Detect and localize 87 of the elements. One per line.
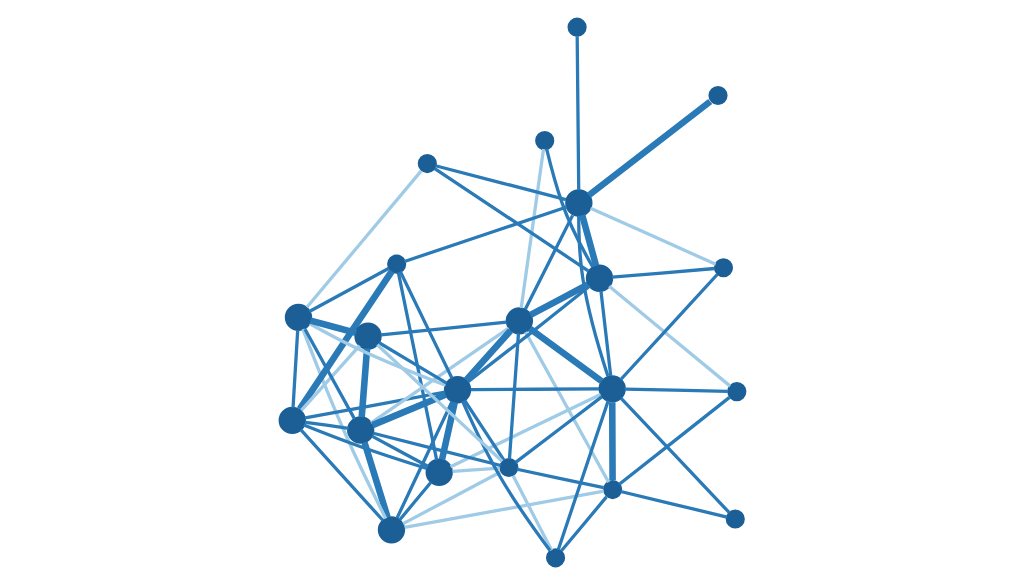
connector [470, 387, 599, 392]
connector [303, 328, 356, 420]
node-circle [443, 376, 471, 404]
node-circle [278, 406, 306, 435]
connector [452, 466, 500, 473]
connector [357, 348, 370, 418]
connector [608, 402, 616, 481]
connector [460, 400, 551, 552]
connector [369, 326, 510, 425]
node-circle [284, 303, 312, 332]
connector [619, 489, 727, 519]
node-circle [725, 509, 745, 529]
node-circle [564, 189, 593, 217]
connector [519, 148, 545, 309]
node-circle [425, 458, 453, 486]
connector [523, 214, 574, 310]
connector [302, 423, 427, 471]
connector [370, 434, 429, 468]
connector [380, 320, 507, 337]
connector [299, 344, 361, 412]
node-circle [498, 457, 518, 478]
node-circle [505, 307, 533, 335]
connector [398, 481, 432, 521]
node-circle [602, 479, 622, 500]
connector [598, 290, 612, 377]
connector [576, 215, 609, 377]
connector [360, 441, 391, 519]
connector [290, 330, 299, 408]
connector [305, 169, 422, 309]
connector [372, 431, 501, 468]
node-circle [534, 131, 554, 151]
connector [618, 273, 719, 381]
connector [299, 428, 384, 522]
connector [433, 167, 589, 273]
node-circle [585, 264, 613, 292]
connector [463, 328, 513, 383]
connector [575, 36, 580, 191]
connector [403, 489, 604, 530]
connector [377, 341, 447, 385]
connector [434, 164, 566, 202]
connector [556, 400, 610, 551]
connector [528, 281, 589, 318]
connector [586, 98, 712, 198]
connector [544, 148, 594, 268]
node-circle [545, 548, 565, 568]
connector [396, 272, 438, 461]
connector [401, 470, 501, 526]
connector [398, 270, 453, 379]
connector [308, 266, 390, 313]
node-circle [707, 85, 728, 106]
connector [611, 266, 715, 279]
node-circle [598, 375, 626, 403]
node-circle [726, 382, 746, 402]
node-circle [353, 322, 382, 350]
connector [309, 317, 357, 337]
connector [514, 395, 603, 464]
connector [607, 285, 731, 388]
connector [511, 475, 553, 552]
connector [527, 325, 603, 384]
connector [624, 387, 728, 394]
connector [462, 399, 505, 461]
connector [449, 392, 601, 469]
node-circle [567, 17, 587, 37]
connector [559, 495, 608, 552]
connector [403, 205, 567, 264]
connector [466, 284, 591, 383]
connector [589, 206, 716, 266]
connector [617, 396, 730, 486]
connector [507, 333, 520, 459]
connector [300, 328, 387, 520]
connector [308, 322, 446, 387]
connector [304, 390, 445, 420]
connector [296, 269, 395, 411]
connector [438, 401, 458, 461]
connector [395, 400, 453, 519]
connector [375, 343, 503, 463]
connector [523, 331, 610, 484]
node-circle [417, 154, 437, 174]
connector [578, 214, 599, 267]
connector [304, 420, 349, 430]
node-circle [346, 416, 374, 444]
node-circle [377, 516, 405, 544]
node-circle [386, 254, 406, 274]
connector [370, 391, 447, 429]
connector [619, 396, 730, 514]
node-circle [713, 258, 733, 278]
connector [516, 467, 604, 490]
